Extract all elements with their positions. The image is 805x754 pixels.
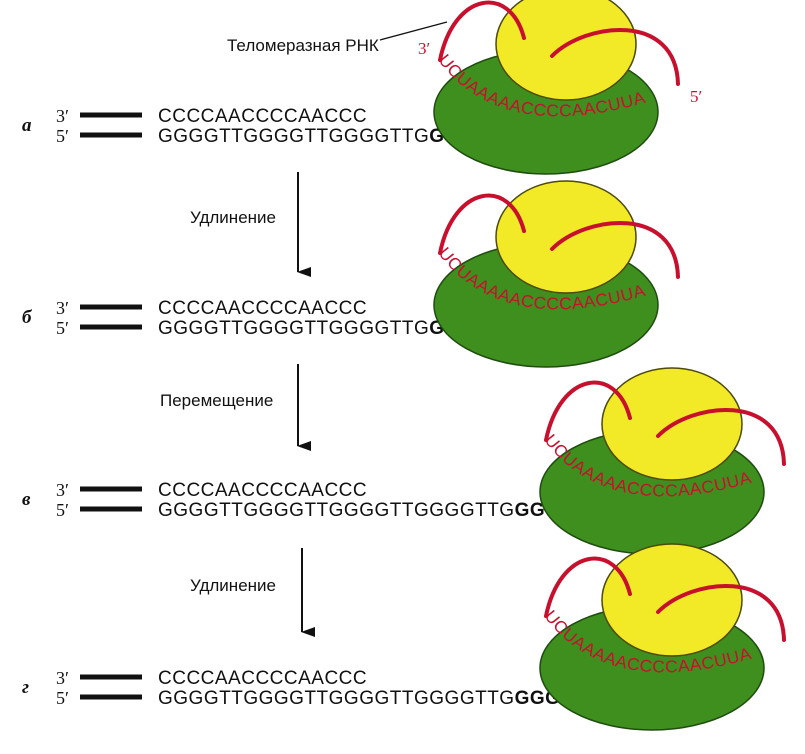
rna-end-5: 5′ [690, 87, 702, 106]
strand-end-3: 3′ [56, 480, 69, 500]
callout-label: Теломеразная РНК [227, 36, 379, 55]
top-strand-sequence: CCCCAACCCCAACCC [158, 668, 367, 689]
strand-end-5: 5′ [56, 126, 69, 146]
rna-end-3: 3′ [418, 39, 430, 58]
strand-end-5: 5′ [56, 688, 69, 708]
telomerase-rna-callout: Теломеразная РНК [227, 21, 448, 55]
telomerase-complexes: UCUAAAAACCCCAACUUA 3′ 5′ UCUAAAAACCCCAACUUA… [418, 0, 786, 731]
top-strand-sequence: CCCCAACCCCAACCC [158, 106, 367, 127]
strand-end-3: 3′ [56, 106, 69, 126]
rna-arc-right [656, 583, 786, 642]
rna-arc-left [544, 556, 632, 618]
top-strand-sequence: CCCCAACCCCAACCC [158, 298, 367, 319]
bottom-strand-old: GGGGTTGGGGTTGGGGTTGGGGTTG [158, 688, 515, 709]
telomerase-complex: UCUAAAAACCCCAACUUA [539, 367, 786, 555]
bottom-strand-old: GGGGTTGGGGTTGGGGTTG [158, 126, 429, 147]
step-label: Удлинение [190, 576, 276, 595]
strand-end-3: 3′ [56, 668, 69, 688]
step: Удлинение [190, 548, 315, 637]
stage-letter: а [22, 115, 32, 136]
step-label: Перемещение [160, 391, 273, 410]
callout-leader-line [379, 21, 448, 41]
bottom-strand-old: GGGGTTGGGGTTGGGGTTG [158, 318, 429, 339]
rna-arc-left [438, 193, 526, 255]
stage-letter: г [22, 677, 29, 698]
bottom-strand-old: GGGGTTGGGGTTGGGGTTGGGGTTG [158, 500, 515, 521]
step-label: Удлинение [190, 208, 276, 227]
strand-end-3: 3′ [56, 298, 69, 318]
rna-arc-right [550, 220, 680, 279]
telomerase-complex: UCUAAAAACCCCAACUUA [433, 180, 680, 368]
stage-letter: б [22, 307, 33, 328]
bottom-strand-sequence: GGGGTTGGGGTTGGGGTTGGGGTTGGGGTTG [158, 500, 600, 521]
stage-letter: в [22, 489, 31, 510]
stage-row: в 3′5′ CCCCAACCCCAACCCGGGGTTGGGGTTGGGGTTGG… [22, 480, 600, 521]
rna-arc-right [550, 27, 680, 86]
strand-end-5: 5′ [56, 318, 69, 338]
step: Удлинение [190, 172, 311, 277]
step: Перемещение [160, 364, 311, 451]
small-subunit [495, 0, 637, 101]
rna-arc-left [544, 380, 632, 442]
strand-end-5: 5′ [56, 500, 69, 520]
top-strand-sequence: CCCCAACCCCAACCC [158, 480, 367, 501]
telomerase-complex: UCUAAAAACCCCAACUUA [539, 543, 786, 731]
rna-arc-left [438, 0, 526, 62]
rna-arc-right [656, 407, 786, 466]
